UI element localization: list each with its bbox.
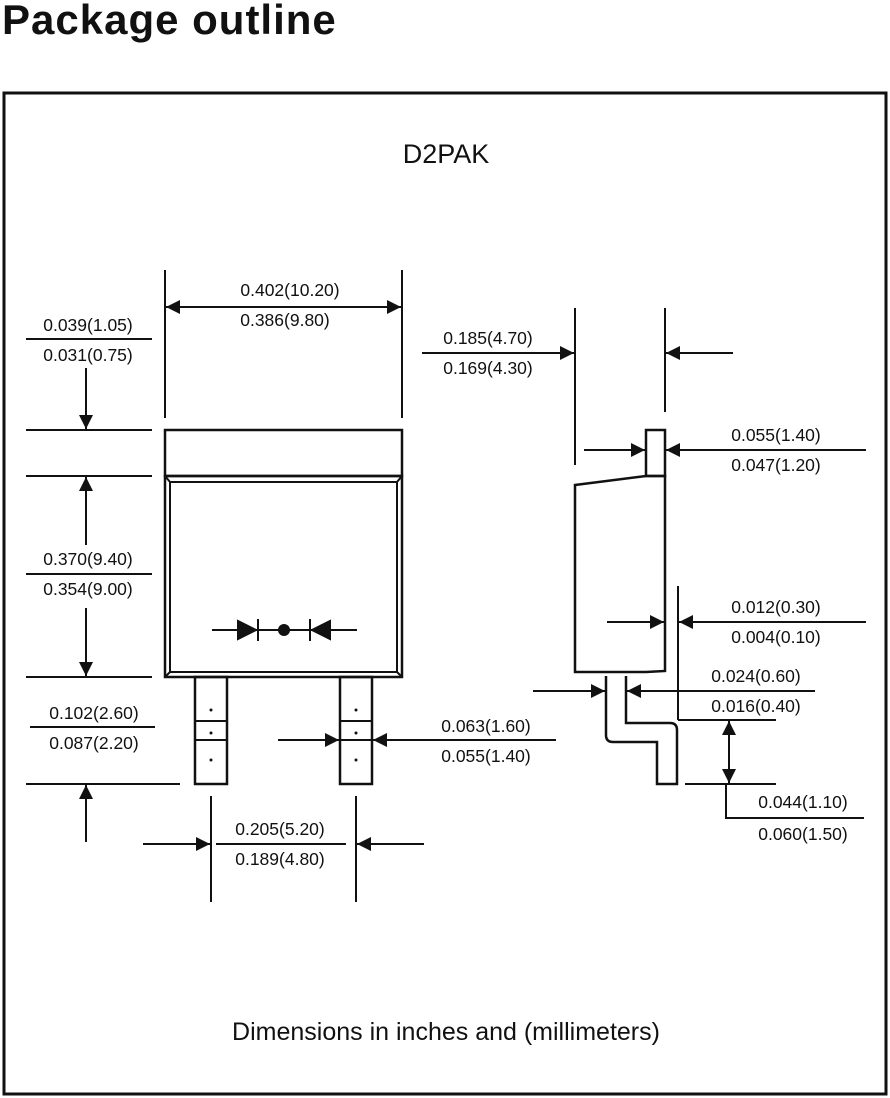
dim-overall-height-min: 0.169(4.30) xyxy=(443,358,533,378)
package-tab xyxy=(163,428,404,478)
dim-lead-pitch-min: 0.189(4.80) xyxy=(235,849,325,869)
dim-lead-pitch-max: 0.205(5.20) xyxy=(235,819,325,839)
diagram-frame xyxy=(2,91,888,1096)
package-body-inner xyxy=(169,481,398,673)
dim-foot-length-b: 0.060(1.50) xyxy=(758,824,848,844)
dim-standoff-min: 0.004(0.10) xyxy=(731,627,821,647)
dim-tab-thickness-max: 0.055(1.40) xyxy=(731,425,821,445)
side-body xyxy=(573,474,667,674)
side-tab xyxy=(644,428,667,478)
units-note: Dimensions in inches and (millimeters) xyxy=(232,1018,660,1046)
dim-lead-thickness-max: 0.024(0.60) xyxy=(711,666,801,686)
top-view xyxy=(163,428,404,786)
dim-tab-height-min: 0.031(0.75) xyxy=(43,345,133,365)
dim-lead-thickness-min: 0.016(0.40) xyxy=(711,696,801,716)
lead-left xyxy=(193,675,229,786)
diode-symbol-icon xyxy=(212,619,357,641)
dim-body-width-min: 0.386(9.80) xyxy=(240,310,330,330)
dim-body-length-max: 0.370(9.40) xyxy=(43,549,133,569)
lead-right xyxy=(338,675,374,786)
dim-tab-height-max: 0.039(1.05) xyxy=(43,315,133,335)
side-lead xyxy=(604,676,679,786)
dim-lead-width-max: 0.063(1.60) xyxy=(441,716,531,736)
dim-body-length-min: 0.354(9.00) xyxy=(43,579,133,599)
lead-dots xyxy=(209,708,358,762)
dim-foot-length-a: 0.044(1.10) xyxy=(758,792,848,812)
dim-body-width-max: 0.402(10.20) xyxy=(240,280,339,300)
dim-overall-height-max: 0.185(4.70) xyxy=(443,328,533,348)
dim-lead-width-min: 0.055(1.40) xyxy=(441,746,531,766)
dim-lead-length-min: 0.087(2.20) xyxy=(49,733,139,753)
top-view-labels: 0.402(10.20) 0.386(9.80) 0.039(1.05) 0.0… xyxy=(43,280,531,869)
dim-standoff-max: 0.012(0.30) xyxy=(731,597,821,617)
package-body xyxy=(163,474,404,679)
side-view xyxy=(573,428,679,786)
side-view-labels: 0.185(4.70) 0.169(4.30) 0.055(1.40) 0.04… xyxy=(443,328,848,844)
package-name: D2PAK xyxy=(403,139,490,169)
dim-lead-length-max: 0.102(2.60) xyxy=(49,703,139,723)
page-title: Package outline xyxy=(2,0,337,43)
dim-tab-thickness-min: 0.047(1.20) xyxy=(731,455,821,475)
